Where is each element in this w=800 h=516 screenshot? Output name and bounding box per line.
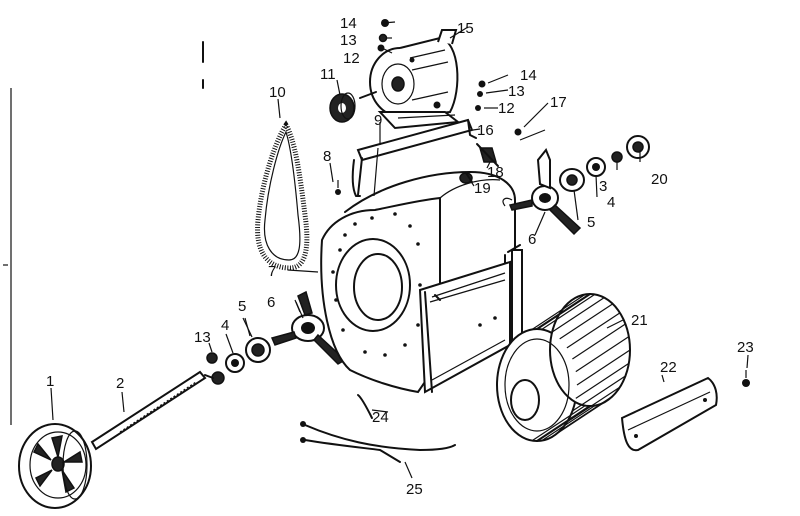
callout-19: 19	[474, 180, 491, 197]
bearing-bracket-right	[502, 148, 582, 236]
motor-pulley-part-11	[329, 92, 356, 123]
wire-part-24	[357, 394, 389, 419]
callout-12b: 12	[498, 100, 515, 117]
wheel-blade	[531, 405, 586, 442]
callout-18: 18	[487, 164, 504, 181]
callout-13c: 13	[194, 329, 211, 346]
belt-part-10	[255, 120, 310, 271]
pulley-part-1	[18, 423, 92, 509]
callout-20: 20	[651, 171, 668, 188]
callout-labels: 1 2 3 4 4 5 5 6 6 7 8 9 10 11 12 12 13 1…	[46, 15, 754, 498]
screw-part-8	[335, 180, 341, 195]
callout-1: 1	[46, 373, 54, 390]
wheel-blade	[575, 362, 630, 399]
adjusting-hardware-part-18-19	[459, 143, 499, 184]
callout-5b: 5	[238, 298, 246, 315]
plate-part-22	[620, 376, 718, 452]
callout-3: 3	[599, 178, 607, 195]
wheel-blade	[566, 312, 621, 349]
motor-part-15	[359, 29, 461, 130]
callout-13b: 13	[508, 83, 525, 100]
callout-7: 7	[268, 263, 276, 280]
callout-11: 11	[320, 66, 336, 83]
wire-harness-part-25	[300, 421, 456, 479]
callout-17: 17	[550, 94, 567, 111]
callout-4b: 4	[221, 317, 229, 334]
wheel-blade	[550, 297, 605, 334]
wheel-blade	[566, 386, 621, 423]
screw-part-23	[742, 370, 750, 387]
wheel-blade	[541, 405, 596, 442]
motor-fasteners	[377, 19, 546, 141]
callout-22: 22	[660, 359, 677, 376]
callout-6a: 6	[528, 231, 536, 248]
callout-6b: 6	[267, 294, 275, 311]
blower-wheel-part-21	[496, 293, 631, 442]
motor-mount-part-9-16	[351, 118, 477, 197]
callout-2: 2	[116, 375, 124, 392]
wheel-blade	[531, 293, 586, 330]
callout-12a: 12	[343, 50, 360, 67]
blower-housing-part-7	[320, 171, 523, 394]
callout-9: 9	[374, 112, 382, 129]
callout-10: 10	[269, 84, 286, 101]
wheel-blade	[541, 293, 596, 330]
wheel-blade	[559, 303, 614, 340]
wheel-blade	[572, 323, 626, 360]
wheel-blade	[575, 336, 630, 373]
bearing-bracket-left	[270, 290, 347, 365]
scan-marks	[3, 41, 204, 425]
callout-15: 15	[457, 20, 474, 37]
callout-4a: 4	[607, 194, 615, 211]
callout-23: 23	[737, 339, 754, 356]
callout-16: 16	[477, 122, 494, 139]
callout-24: 24	[372, 409, 389, 426]
callout-13a: 13	[340, 32, 357, 49]
callout-21: 21	[631, 312, 648, 329]
wheel-blade	[550, 401, 605, 438]
shaft-part-2	[90, 370, 225, 451]
bearing-stack-left	[206, 317, 271, 373]
leader-lines	[50, 21, 749, 421]
callout-14b: 14	[520, 67, 537, 84]
callout-8: 8	[323, 148, 331, 165]
callout-14a: 14	[340, 15, 357, 32]
callout-5a: 5	[587, 214, 595, 231]
wheel-blade	[576, 349, 631, 386]
wheel-blade	[572, 375, 626, 412]
callout-25: 25	[406, 481, 423, 498]
